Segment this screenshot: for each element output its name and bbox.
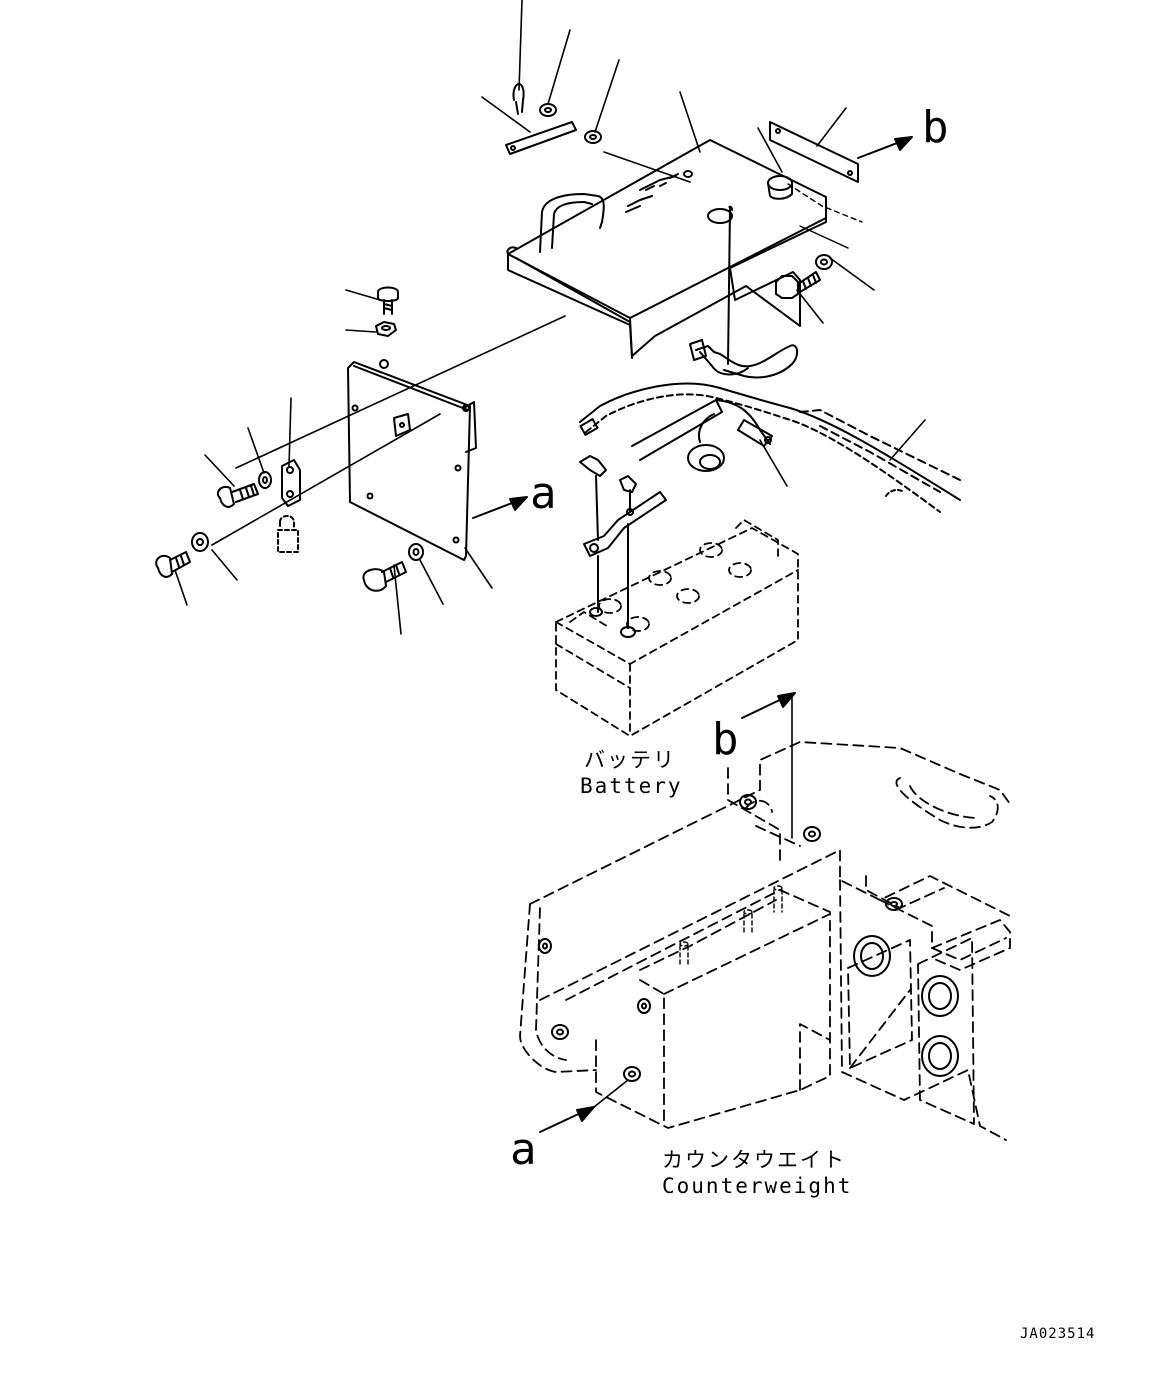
- label-a-lower: a: [510, 1124, 537, 1175]
- label-a-upper: a: [530, 468, 557, 519]
- side-cover-plate: [347, 359, 477, 561]
- arrow-a-lower: [539, 1079, 629, 1133]
- label-b-lower: b: [712, 714, 739, 765]
- arrow-a-upper: [472, 496, 528, 519]
- counterweight-holes: [538, 794, 959, 1082]
- battery-caption-jp: バッテリ: [584, 748, 676, 772]
- side-plate-b: [769, 121, 863, 249]
- battery-terminals: [579, 455, 667, 629]
- label-b-upper: b: [922, 102, 949, 153]
- counterweight-caption-jp: カウンタウエイト: [662, 1148, 846, 1172]
- washer-cover: [815, 254, 833, 270]
- retainer-strip: [505, 121, 577, 155]
- latch-clamp: [277, 459, 301, 553]
- bolt-upper: [377, 286, 399, 315]
- bolt-left-lower: [155, 551, 191, 578]
- battery-cables: [579, 205, 961, 513]
- nut-upper: [375, 321, 397, 337]
- counterweight: [519, 741, 1011, 1141]
- arrow-b-upper: [857, 136, 913, 159]
- washer-left-lower: [191, 532, 209, 552]
- bolt-plate-lower: [362, 561, 407, 592]
- cotter-pin: [512, 83, 525, 115]
- battery: [555, 519, 799, 737]
- drawing-code: JA023514: [1020, 1326, 1096, 1342]
- washer-top-2: [584, 130, 602, 144]
- battery-cover: [506, 139, 827, 359]
- bolt-left-upper: [216, 483, 259, 508]
- battery-caption-en: Battery: [580, 774, 683, 798]
- counterweight-pins: [679, 885, 783, 967]
- bolt-cover: [775, 271, 821, 299]
- battery-posts: [589, 607, 636, 638]
- washer-top-1: [539, 103, 557, 117]
- arrow-b-lower: [741, 692, 796, 839]
- leader-lines: [174, 0, 926, 635]
- washer-left-upper: [258, 471, 272, 489]
- washer-plate-lower: [408, 543, 424, 561]
- counterweight-caption-en: Counterweight: [662, 1174, 853, 1198]
